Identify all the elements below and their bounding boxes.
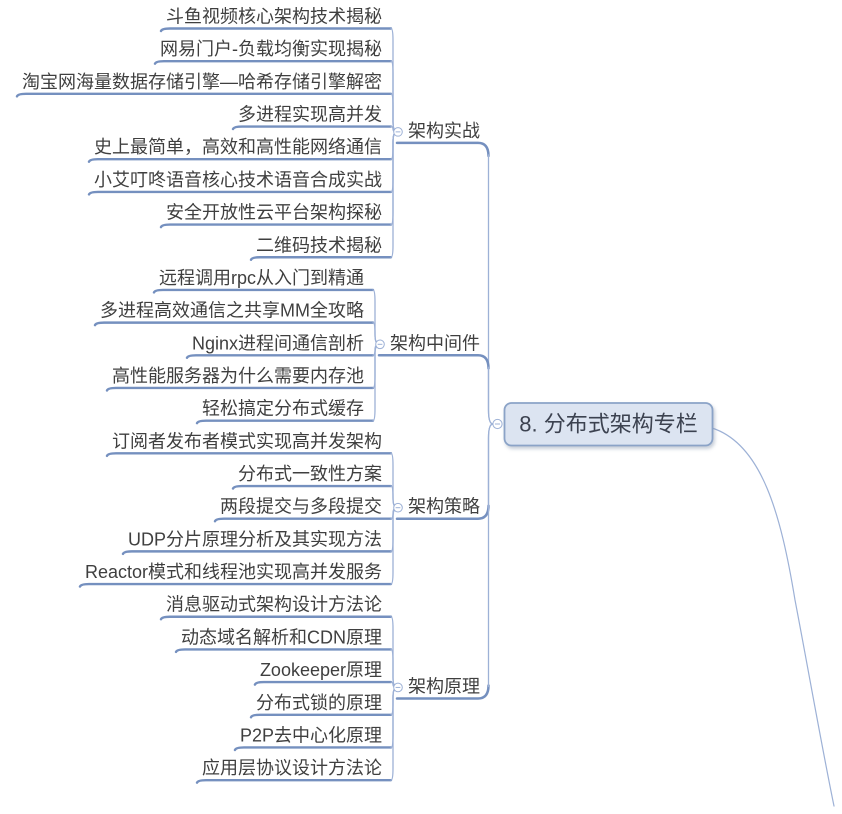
leaf-connector-line bbox=[372, 289, 380, 345]
topic-leaf[interactable]: 多进程高效通信之共享MM全攻略 bbox=[100, 301, 364, 321]
leaf-underline bbox=[153, 59, 393, 65]
topic-branch[interactable]: 架构中间件 bbox=[390, 333, 480, 353]
branch-underline bbox=[395, 684, 490, 700]
branch-underline bbox=[377, 354, 490, 370]
topic-leaf[interactable]: 安全开放性云平台架构探秘 bbox=[166, 203, 382, 223]
topic-leaf[interactable]: 消息驱动式架构设计方法论 bbox=[166, 595, 382, 615]
root-tail-line bbox=[711, 427, 835, 807]
leaf-underline bbox=[105, 452, 393, 458]
trunk-line bbox=[487, 366, 494, 425]
connector-lines bbox=[15, 27, 835, 807]
topic-leaf[interactable]: 二维码技术揭秘 bbox=[256, 235, 382, 255]
root-topic-title[interactable]: 8. 分布式架构专栏 bbox=[519, 412, 697, 437]
topic-leaf[interactable]: 小艾叮咚语音核心技术语音合成实战 bbox=[94, 170, 382, 190]
topic-leaf[interactable]: 应用层协议设计方法论 bbox=[202, 758, 382, 778]
topic-branch[interactable]: 架构原理 bbox=[408, 676, 480, 696]
topic-leaf[interactable]: 分布式锁的原理 bbox=[256, 693, 382, 713]
leaf-underline bbox=[213, 517, 393, 523]
leaf-underline bbox=[195, 778, 393, 784]
branch-underline bbox=[395, 141, 490, 158]
topic-leaf[interactable]: UDP分片原理分析及其实现方法 bbox=[128, 529, 382, 549]
leaf-connector-line bbox=[390, 131, 398, 193]
trunk-line bbox=[487, 423, 494, 508]
leaf-underline bbox=[159, 27, 393, 33]
topic-branch[interactable]: 架构实战 bbox=[408, 121, 480, 141]
leaf-underline bbox=[152, 288, 375, 294]
topic-leaf[interactable]: 订阅者发布者模式实现高并发架构 bbox=[112, 431, 382, 451]
topic-branch[interactable]: 架构策略 bbox=[408, 497, 480, 517]
leaf-underline bbox=[93, 321, 375, 327]
topic-leaf[interactable]: 网易门户-负载均衡实现揭秘 bbox=[160, 39, 382, 59]
leaf-connector-line bbox=[390, 131, 398, 258]
topic-leaf[interactable]: 远程调用rpc从入门到精通 bbox=[159, 268, 364, 288]
leaf-connector-line bbox=[390, 686, 398, 781]
topic-leaf[interactable]: 两段提交与多段提交 bbox=[220, 497, 382, 517]
leaf-underline bbox=[105, 386, 375, 392]
topic-leaf[interactable]: Zookeeper原理 bbox=[260, 660, 382, 680]
topic-leaf[interactable]: 高性能服务器为什么需要内存池 bbox=[112, 366, 364, 386]
topic-leaf[interactable]: P2P去中心化原理 bbox=[240, 725, 382, 745]
topic-leaf[interactable]: 动态域名解析和CDN原理 bbox=[181, 627, 382, 647]
topic-leaf[interactable]: 斗鱼视频核心架构技术揭秘 bbox=[166, 7, 382, 27]
trunk-line bbox=[487, 423, 494, 688]
leaf-connector-line bbox=[390, 452, 398, 509]
leaf-underline bbox=[78, 582, 393, 588]
leaf-underline bbox=[231, 125, 393, 131]
leaf-underline bbox=[87, 190, 393, 196]
topic-leaf[interactable]: Nginx进程间通信剖析 bbox=[192, 333, 364, 353]
collapse-handles bbox=[375, 127, 503, 693]
leaf-underline bbox=[87, 158, 393, 163]
leaf-underline bbox=[249, 256, 393, 261]
leaf-underline bbox=[159, 223, 393, 229]
topic-nodes: 架构实战 斗鱼视频核心架构技术揭秘网易门户-负载均衡实现揭秘淘宝网海量数据存储引擎… bbox=[22, 7, 714, 778]
root-topic[interactable] bbox=[503, 402, 714, 447]
topic-leaf[interactable]: 轻松搞定分布式缓存 bbox=[202, 399, 364, 419]
leaf-connector-line bbox=[390, 131, 398, 226]
leaf-underline bbox=[231, 484, 393, 490]
topic-leaf[interactable]: 多进程实现高并发 bbox=[238, 105, 382, 125]
leaf-connector-line bbox=[390, 686, 398, 749]
leaf-underline bbox=[174, 648, 393, 654]
topic-leaf[interactable]: 史上最简单，高效和高性能网络通信 bbox=[94, 137, 382, 157]
leaf-underline bbox=[253, 680, 393, 686]
leaf-underline bbox=[233, 746, 393, 752]
leaf-connector-line bbox=[390, 27, 398, 133]
leaf-underline bbox=[159, 615, 393, 621]
leaf-connector-line bbox=[390, 507, 398, 553]
leaf-underline bbox=[249, 713, 393, 719]
leaf-underline bbox=[15, 92, 393, 98]
leaf-underline bbox=[195, 419, 375, 425]
leaf-connector-line bbox=[372, 343, 380, 389]
topic-leaf[interactable]: 分布式一致性方案 bbox=[238, 464, 382, 484]
leaf-underline bbox=[121, 550, 393, 556]
trunk-line bbox=[487, 154, 494, 425]
topic-leaf[interactable]: Reactor模式和线程池实现高并发服务 bbox=[85, 562, 382, 582]
topic-leaf[interactable]: 淘宝网海量数据存储引擎—哈希存储引擎解密 bbox=[22, 72, 382, 92]
leaf-underline bbox=[185, 354, 375, 359]
